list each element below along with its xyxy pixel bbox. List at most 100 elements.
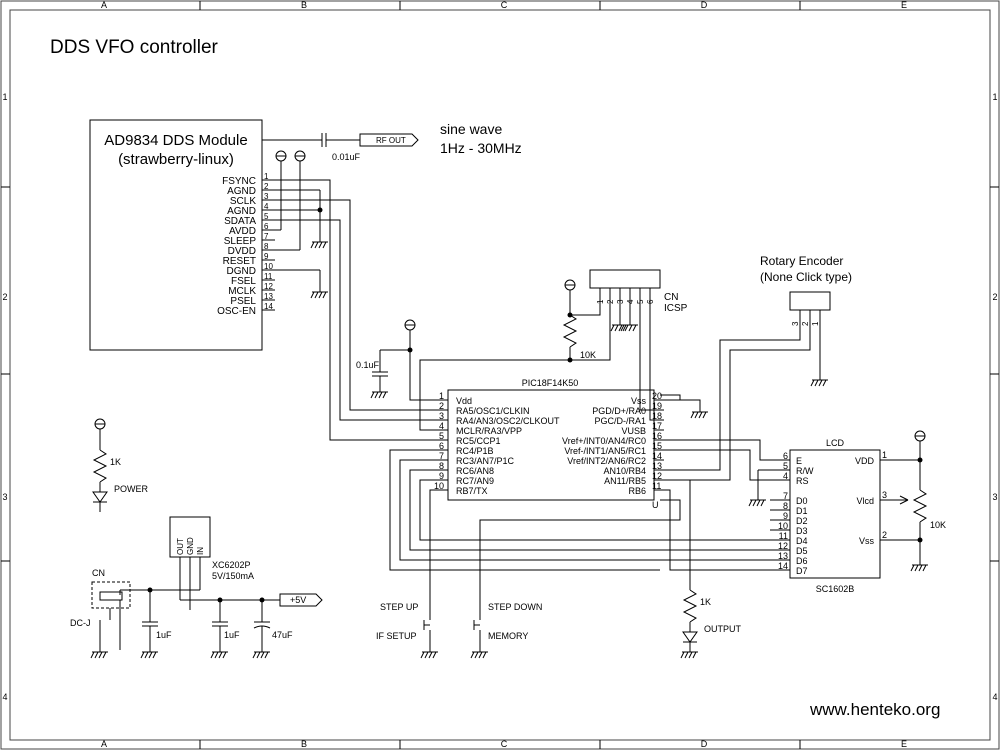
encoder-label-1: Rotary Encoder [760, 254, 843, 268]
dds-pin-label: RESET [223, 256, 256, 267]
dds-pin-label: PSEL [230, 296, 256, 307]
dds-name-1: AD9834 DDS Module [104, 132, 247, 149]
lcd-left-pin-number: 7 [783, 491, 788, 501]
mcu-left-pin-label: RC7/AN9 [456, 476, 494, 486]
lcd-part: SC1602B [816, 584, 855, 594]
encoder-pin-number: 3 [791, 321, 800, 326]
regulator-spec: 5V/150mA [212, 571, 254, 581]
icsp-pin-number: 6 [646, 299, 655, 304]
reg-pin-in: IN [196, 547, 205, 555]
icsp-connector [589, 269, 661, 289]
mcu-left-pin-number: 1 [439, 391, 444, 401]
mcu-right-pin-label: VUSB [621, 426, 646, 436]
icsp-pin-number: 4 [626, 299, 635, 304]
mcu-cap-label: 0.1uF [356, 360, 380, 370]
mcu-left-pin-number: 3 [439, 411, 444, 421]
frame-row-3-right: 3 [992, 492, 997, 502]
mcu-right-pin-label: PGD/D+/RA0 [592, 406, 646, 416]
dds-pin-label: DVDD [228, 246, 256, 257]
dds-pin-label: SLEEP [224, 236, 257, 247]
mcu-right-pin-number: 14 [652, 451, 662, 461]
dds-pin-number: 2 [264, 182, 269, 191]
dds-pin-label: AGND [227, 206, 256, 217]
encoder-pin-number: 1 [811, 321, 820, 326]
dds-pin-number: 14 [264, 302, 273, 311]
lcd-left-pin-label: E [796, 456, 802, 466]
lcd-right-pin-number: 1 [882, 450, 887, 460]
dds-pin-number: 4 [264, 202, 269, 211]
mcu-right-pin-number: 13 [652, 461, 662, 471]
mcu-right-pin-label: Vref+/INT0/AN4/RC0 [562, 436, 646, 446]
mcu-u-label: U [652, 500, 659, 510]
mcu-name: PIC18F14K50 [522, 378, 579, 388]
mcu-right-pin-label: PGC/D-/RA1 [594, 416, 646, 426]
lcd-right-pin-label: Vss [859, 536, 875, 546]
mcu-left-pin-label: RB7/TX [456, 486, 488, 496]
power-led-label: POWER [114, 484, 149, 494]
reg-pin-gnd: GND [186, 537, 195, 555]
encoder-pin-number: 2 [801, 321, 810, 326]
dc-jack-label: DC-J [70, 618, 91, 628]
rotary-encoder [789, 291, 831, 311]
regulator-part: XC6202P [212, 560, 251, 570]
frame-col-c-top: C [501, 0, 508, 10]
reg-pin-out: OUT [176, 538, 185, 555]
frame-row-1-left: 1 [2, 92, 7, 102]
dds-pin-number: 3 [264, 192, 269, 201]
lcd-left-pin-label: D2 [796, 516, 808, 526]
sine-wave-note: sine wave [440, 121, 502, 137]
frame-row-2-right: 2 [992, 292, 997, 302]
dds-pin-label: DGND [227, 266, 256, 277]
lcd-left-pin-label: D0 [796, 496, 808, 506]
dds-pin-number: 13 [264, 292, 273, 301]
mcu-box [447, 389, 655, 501]
lcd-left-pin-number: 4 [783, 471, 788, 481]
lcd-left-pin-number: 11 [779, 531, 788, 541]
dc-cn-label: CN [92, 568, 105, 578]
footer-url: www.henteko.org [809, 700, 940, 719]
mcu-right-pin-number: 19 [652, 401, 662, 411]
lcd-label: LCD [826, 438, 845, 448]
power-led-res: 1K [110, 457, 121, 467]
lcd-left-pin-label: D4 [796, 536, 808, 546]
sw-step-up-label: STEP UP [380, 602, 418, 612]
mcu-right-pin-label: Vref-/INT1/AN5/RC1 [564, 446, 646, 456]
mcu-right-pin-number: 18 [652, 411, 662, 421]
dds-pin-number: 11 [264, 272, 273, 281]
icsp-pin-number: 2 [606, 299, 615, 304]
lcd-right-pin-label: VDD [855, 456, 875, 466]
mcu-left-pin-number: 10 [434, 481, 444, 491]
dds-pin-number: 9 [264, 252, 269, 261]
mcu-right-pin-number: 17 [652, 421, 662, 431]
mcu-right-pin-label: Vss [631, 396, 647, 406]
frame-col-a-bottom: A [101, 739, 107, 749]
icsp-pin-number: 3 [616, 299, 625, 304]
dds-pin-label: FSEL [231, 276, 256, 287]
lcd-left-pin-number: 14 [778, 561, 788, 571]
lcd-left-pin-label: RS [796, 476, 809, 486]
sw-step-down-label: STEP DOWN [488, 602, 542, 612]
lcd-right-pin-number: 2 [882, 530, 887, 540]
mcu-left-pin-number: 9 [439, 471, 444, 481]
lcd-left-pin-number: 13 [778, 551, 788, 561]
output-led-res: 1K [700, 597, 711, 607]
dds-pin-label: AVDD [229, 226, 256, 237]
frame-row-2-left: 2 [2, 292, 7, 302]
lcd-left-pin-label: D1 [796, 506, 808, 516]
mclr-resistor-label: 10K [580, 350, 596, 360]
mcu-left-pin-number: 5 [439, 431, 444, 441]
dds-pin-number: 7 [264, 232, 269, 241]
lcd-right-pin-number: 3 [882, 490, 887, 500]
mcu-left-pin-number: 7 [439, 451, 444, 461]
sw-if-setup-label: IF SETUP [376, 631, 417, 641]
rf-out-port [359, 133, 419, 147]
mcu-left-pin-number: 8 [439, 461, 444, 471]
frame-row-1-right: 1 [992, 92, 997, 102]
mcu-left-pin-number: 4 [439, 421, 444, 431]
lcd-left-pin-number: 5 [783, 461, 788, 471]
dds-pin-number: 12 [264, 282, 273, 291]
lcd-right-pin-label: Vlcd [856, 496, 874, 506]
frame-col-d-top: D [701, 0, 708, 10]
plus5v-port [279, 593, 323, 607]
mcu-right-pin-number: 16 [652, 431, 662, 441]
